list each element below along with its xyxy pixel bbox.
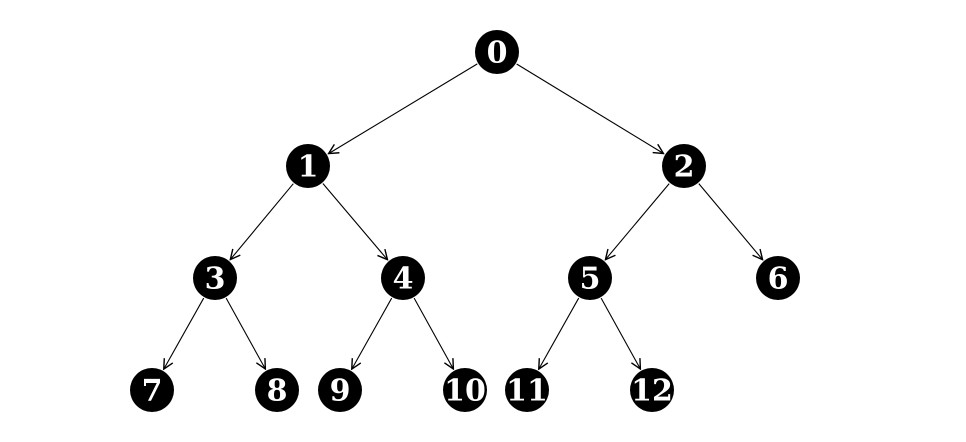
tree-edge-3-7 — [164, 297, 205, 369]
tree-node-label-7: 7 — [142, 374, 163, 409]
tree-node-label-11: 11 — [506, 374, 548, 409]
tree-node-circle-12 — [630, 368, 674, 412]
tree-node-9: 9 — [318, 368, 362, 412]
tree-node-circle-7 — [130, 368, 174, 412]
tree-edge-5-11 — [539, 297, 580, 369]
tree-edge-1-4 — [322, 183, 388, 260]
tree-node-7: 7 — [130, 368, 174, 412]
tree-node-6: 6 — [756, 256, 800, 300]
tree-edge-3-8 — [225, 297, 265, 369]
tree-edge-5-12 — [600, 297, 640, 369]
tree-node-10: 10 — [443, 368, 487, 412]
tree-node-circle-10 — [443, 368, 487, 412]
tree-edge-0-1 — [329, 63, 478, 154]
tree-node-3: 3 — [193, 256, 237, 300]
tree-node-5: 5 — [568, 256, 612, 300]
tree-node-circle-8 — [255, 368, 299, 412]
tree-edge-2-5 — [605, 183, 670, 260]
tree-node-circle-0 — [475, 30, 519, 74]
tree-node-2: 2 — [662, 144, 706, 188]
tree-node-circle-3 — [193, 256, 237, 300]
tree-node-circle-6 — [756, 256, 800, 300]
tree-node-label-3: 3 — [205, 262, 226, 297]
tree-node-label-9: 9 — [330, 374, 351, 409]
tree-node-label-5: 5 — [580, 262, 601, 297]
tree-node-label-12: 12 — [631, 374, 673, 409]
tree-edge-4-9 — [352, 297, 393, 369]
tree-node-0: 0 — [475, 30, 519, 74]
tree-node-12: 12 — [630, 368, 674, 412]
tree-node-label-4: 4 — [393, 262, 414, 297]
tree-edge-4-10 — [413, 297, 453, 369]
tree-node-circle-5 — [568, 256, 612, 300]
tree-node-label-8: 8 — [267, 374, 288, 409]
tree-edge-1-3 — [230, 183, 294, 260]
tree-edge-2-6 — [698, 183, 763, 260]
tree-node-circle-9 — [318, 368, 362, 412]
tree-node-1: 1 — [286, 144, 330, 188]
tree-node-label-2: 2 — [674, 150, 695, 185]
tree-node-circle-4 — [381, 256, 425, 300]
tree-node-11: 11 — [505, 368, 549, 412]
tree-node-circle-11 — [505, 368, 549, 412]
tree-node-circle-2 — [662, 144, 706, 188]
tree-node-4: 4 — [381, 256, 425, 300]
tree-node-label-1: 1 — [298, 150, 319, 185]
tree-node-label-10: 10 — [444, 374, 486, 409]
tree-node-label-0: 0 — [487, 36, 508, 71]
tree-edge-0-2 — [516, 63, 664, 154]
tree-node-8: 8 — [255, 368, 299, 412]
tree-node-circle-1 — [286, 144, 330, 188]
tree-node-label-6: 6 — [768, 262, 789, 297]
